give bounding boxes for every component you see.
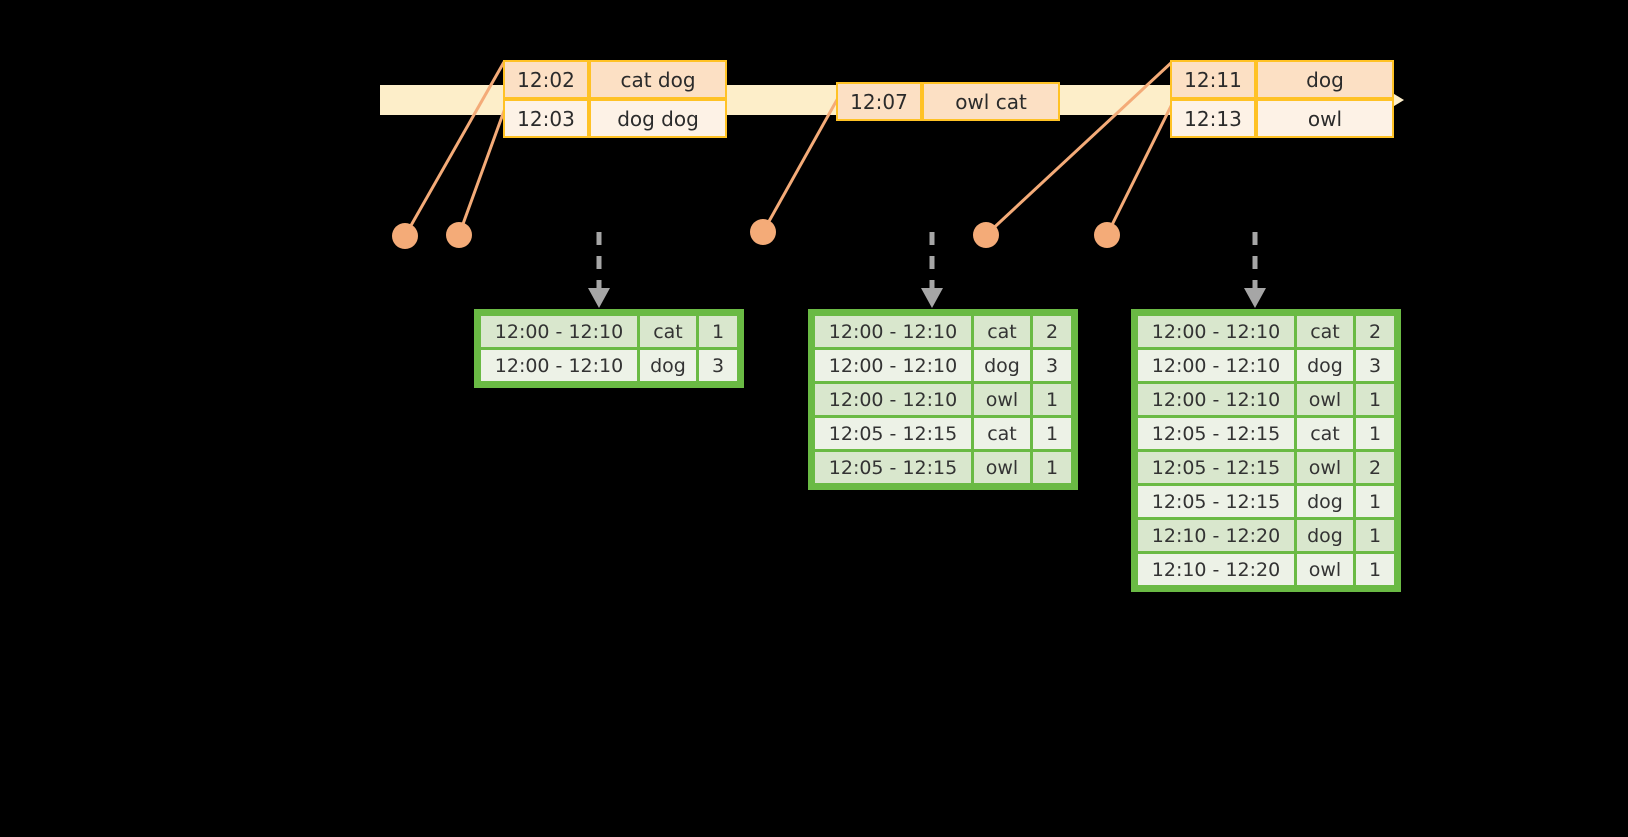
events-group-2: 12:07 owl cat: [836, 82, 1060, 121]
event-words: owl: [1256, 99, 1394, 138]
connector-line-3: [761, 97, 840, 233]
result-window: 12:00 - 12:10: [481, 316, 637, 347]
result-word: cat: [1297, 418, 1353, 449]
result-count: 2: [1356, 452, 1394, 483]
result-window: 12:00 - 12:10: [815, 316, 971, 347]
trigger-dot-5: [1094, 222, 1120, 248]
event-words: cat dog: [589, 60, 727, 99]
result-window: 12:00 - 12:10: [815, 384, 971, 415]
event-time: 12:02: [503, 60, 589, 99]
emit-arrow-3-head: [1244, 288, 1266, 308]
result-word: dog: [974, 350, 1030, 381]
connector-line-2: [457, 99, 510, 236]
events-group-3: 12:11 dog 12:13 owl: [1170, 60, 1394, 138]
emit-arrow-1-head: [588, 288, 610, 308]
events-group-1: 12:02 cat dog 12:03 dog dog: [503, 60, 727, 138]
result-word: dog: [640, 350, 696, 381]
result-window: 12:10 - 12:20: [1138, 554, 1294, 585]
result-word: owl: [1297, 554, 1353, 585]
emit-arrow-2-head: [921, 288, 943, 308]
event-time: 12:13: [1170, 99, 1256, 138]
event-row: 12:13 owl: [1170, 99, 1394, 138]
trigger-dot-1: [392, 223, 418, 249]
result-count: 1: [1356, 554, 1394, 585]
result-word: cat: [974, 418, 1030, 449]
result-count: 2: [1033, 316, 1071, 347]
result-word: owl: [1297, 384, 1353, 415]
result-count: 3: [1356, 350, 1394, 381]
result-count: 1: [699, 316, 737, 347]
connector-line-5: [1105, 99, 1176, 236]
event-row: 12:02 cat dog: [503, 60, 727, 99]
result-window: 12:05 - 12:15: [1138, 452, 1294, 483]
result-word: dog: [1297, 486, 1353, 517]
result-count: 1: [1033, 452, 1071, 483]
result-window: 12:05 - 12:15: [1138, 486, 1294, 517]
event-row: 12:07 owl cat: [836, 82, 1060, 121]
trigger-dot-4: [973, 222, 999, 248]
result-window: 12:05 - 12:15: [815, 452, 971, 483]
result-count: 3: [1033, 350, 1071, 381]
event-time: 12:11: [1170, 60, 1256, 99]
result-word: cat: [974, 316, 1030, 347]
result-window: 12:00 - 12:10: [1138, 350, 1294, 381]
result-word: owl: [974, 452, 1030, 483]
result-word: dog: [1297, 350, 1353, 381]
result-count: 3: [699, 350, 737, 381]
result-count: 1: [1356, 486, 1394, 517]
result-count: 1: [1033, 384, 1071, 415]
event-words: dog: [1256, 60, 1394, 99]
event-time: 12:03: [503, 99, 589, 138]
result-count: 1: [1356, 384, 1394, 415]
result-window: 12:00 - 12:10: [815, 350, 971, 381]
result-window: 12:10 - 12:20: [1138, 520, 1294, 551]
result-window: 12:00 - 12:10: [481, 350, 637, 381]
result-window: 12:05 - 12:15: [815, 418, 971, 449]
event-words: owl cat: [922, 82, 1060, 121]
result-word: dog: [1297, 520, 1353, 551]
result-count: 2: [1356, 316, 1394, 347]
event-words: dog dog: [589, 99, 727, 138]
trigger-dot-3: [750, 219, 776, 245]
result-count: 1: [1033, 418, 1071, 449]
event-time: 12:07: [836, 82, 922, 121]
trigger-dot-2: [446, 222, 472, 248]
result-window: 12:05 - 12:15: [1138, 418, 1294, 449]
result-count: 1: [1356, 520, 1394, 551]
result-count: 1: [1356, 418, 1394, 449]
event-row: 12:11 dog: [1170, 60, 1394, 99]
result-word: owl: [1297, 452, 1353, 483]
result-window: 12:00 - 12:10: [1138, 316, 1294, 347]
event-row: 12:03 dog dog: [503, 99, 727, 138]
result-window: 12:00 - 12:10: [1138, 384, 1294, 415]
result-word: cat: [640, 316, 696, 347]
result-word: cat: [1297, 316, 1353, 347]
result-word: owl: [974, 384, 1030, 415]
